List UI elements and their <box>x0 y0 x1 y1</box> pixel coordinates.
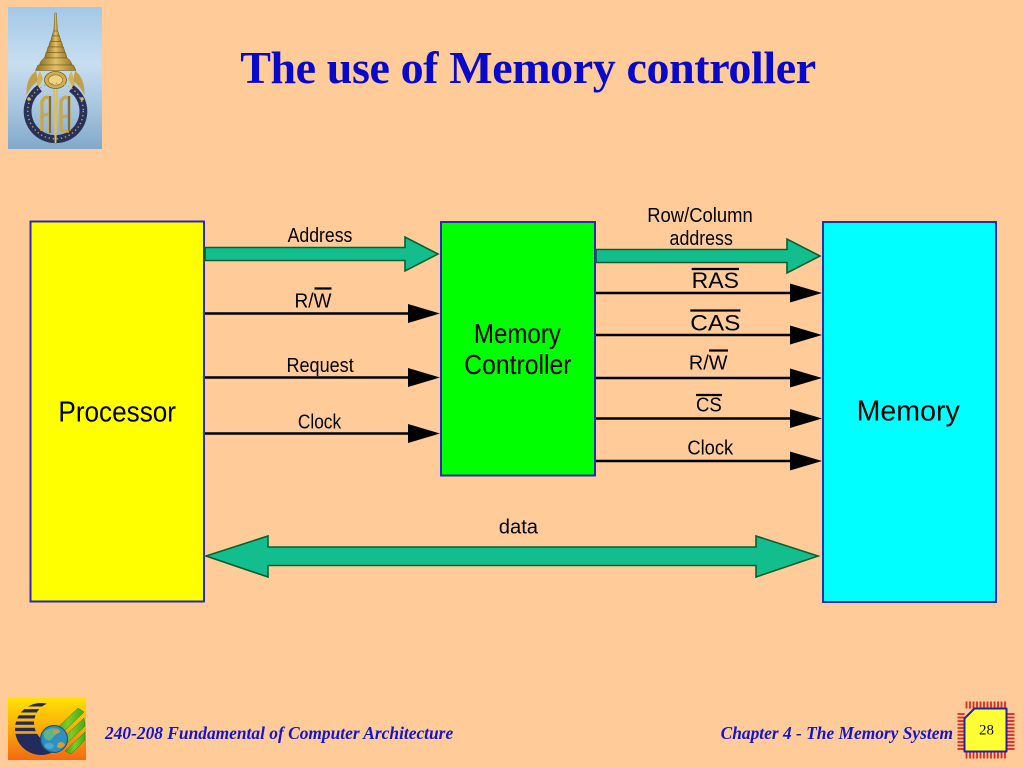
svg-text:Address: Address <box>288 225 353 247</box>
svg-text:CAS: CAS <box>690 311 740 336</box>
svg-text:Memory: Memory <box>857 396 961 428</box>
svg-text:Clock: Clock <box>687 438 734 460</box>
svg-text:data: data <box>499 517 539 539</box>
svg-text:R/W: R/W <box>295 291 332 313</box>
svg-text:Request: Request <box>286 355 354 377</box>
svg-text:address: address <box>670 228 733 250</box>
svg-text:CS: CS <box>696 395 722 417</box>
svg-text:R/W: R/W <box>689 353 728 375</box>
svg-text:Memory: Memory <box>474 318 561 349</box>
svg-text:Controller: Controller <box>464 349 571 380</box>
svg-text:Clock: Clock <box>298 412 342 434</box>
svg-text:Row/Column: Row/Column <box>647 205 753 227</box>
svg-text:RAS: RAS <box>692 268 739 293</box>
svg-text:28: 28 <box>979 723 994 739</box>
svg-text:Processor: Processor <box>58 396 176 428</box>
